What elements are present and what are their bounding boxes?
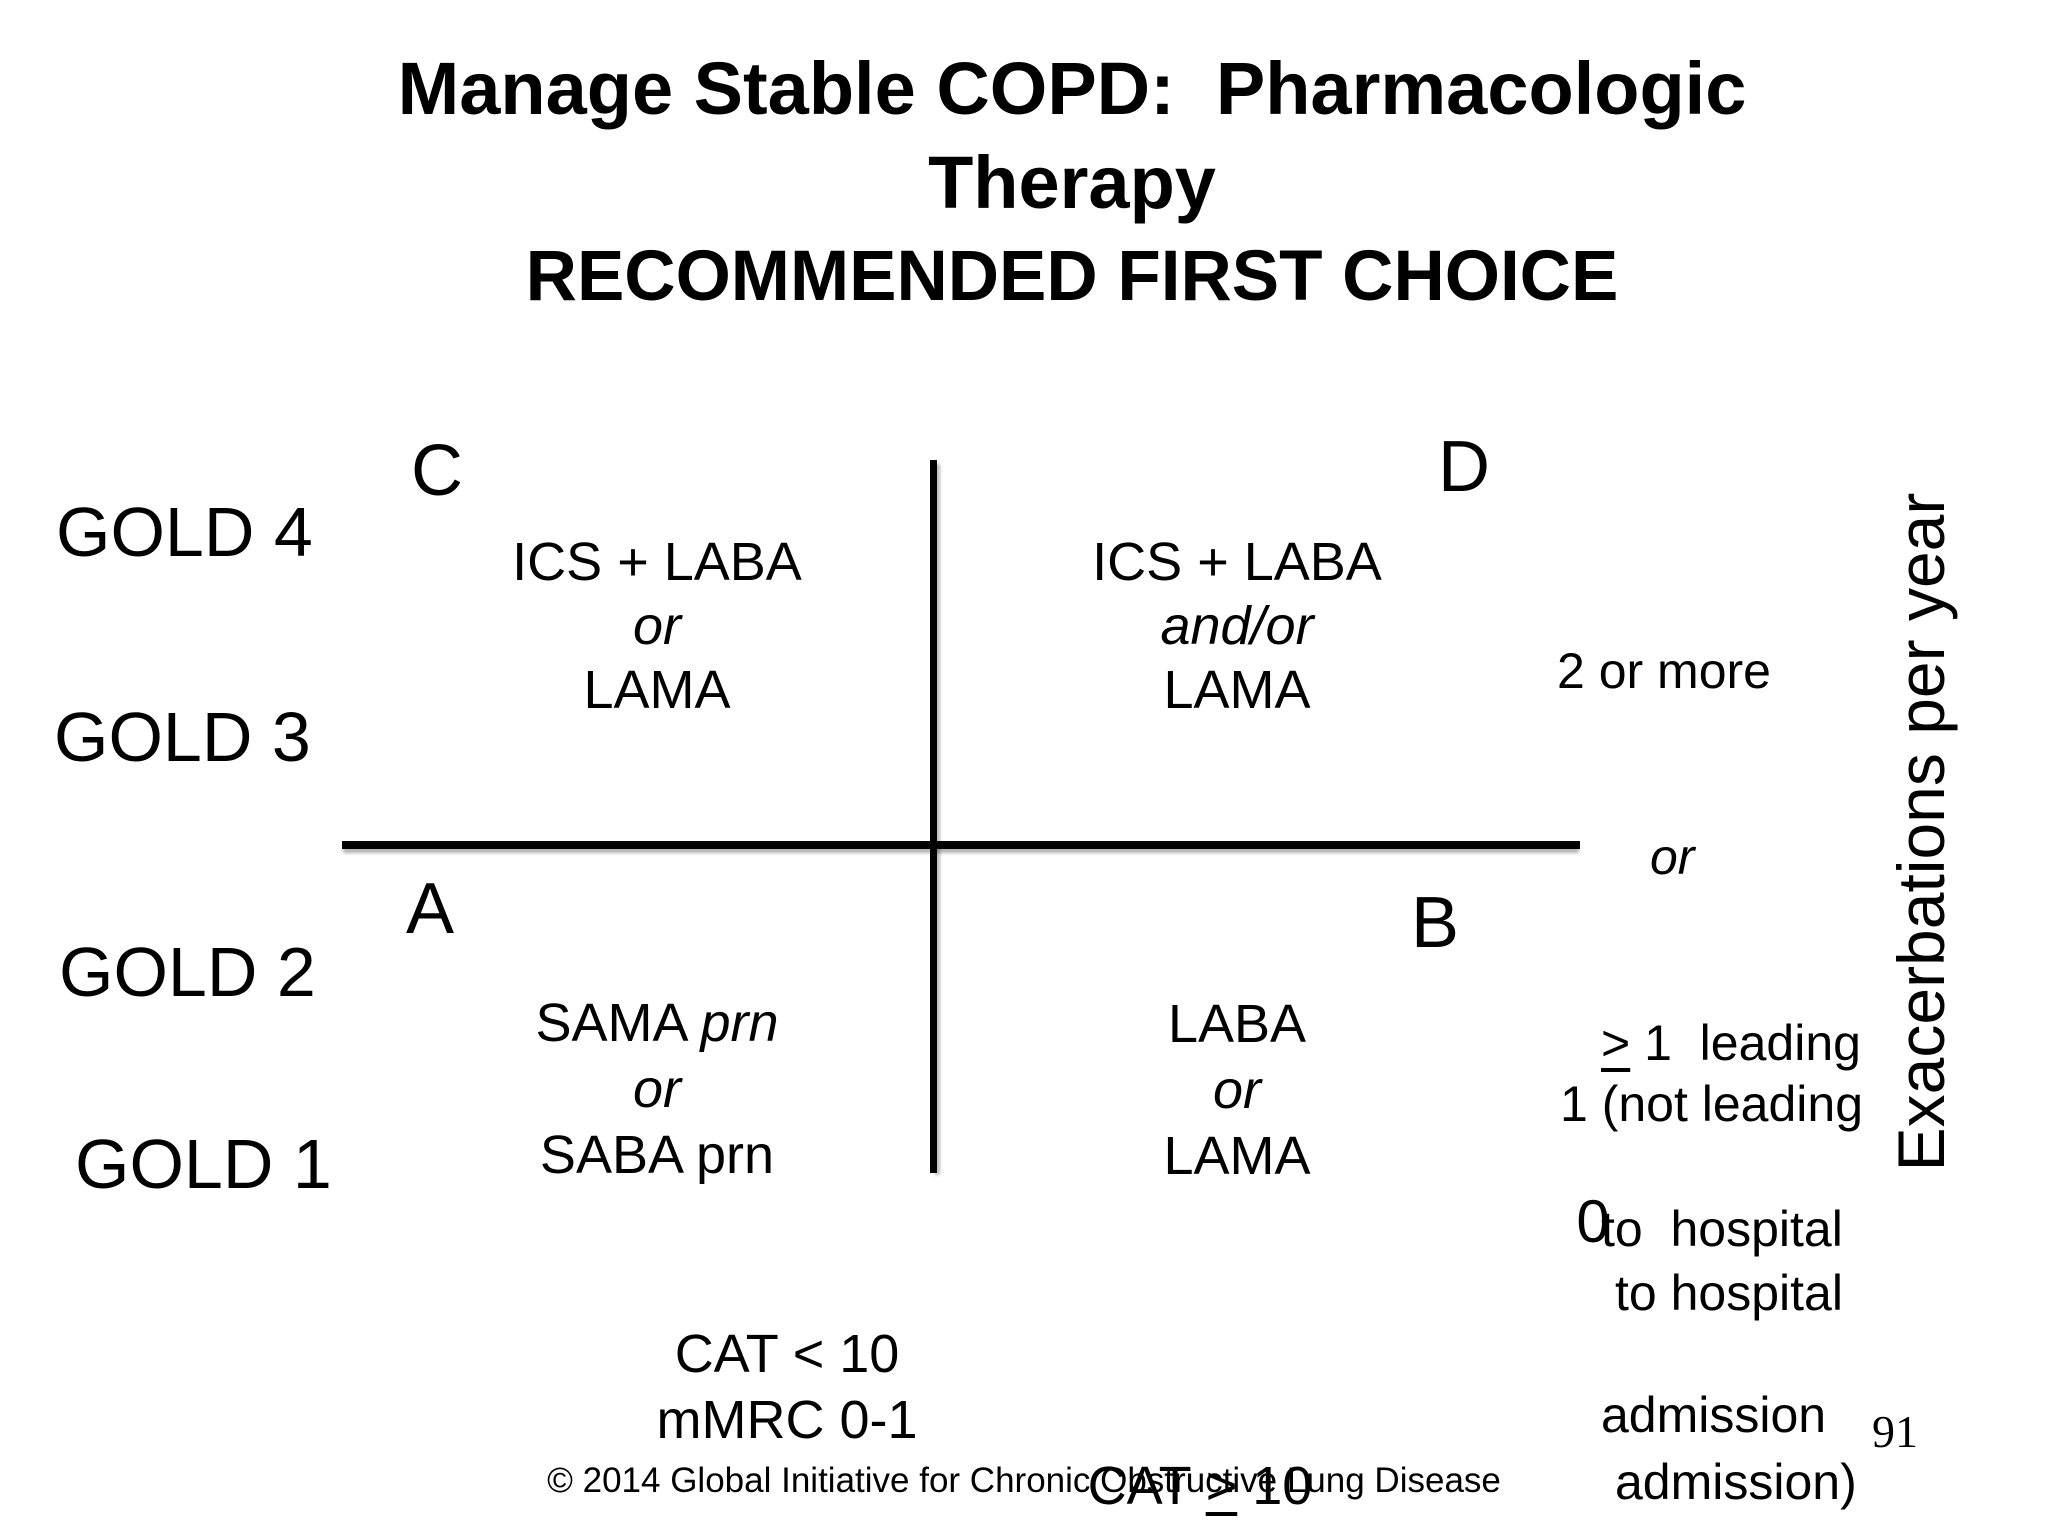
- horizontal-axis-line: [342, 841, 1580, 849]
- vertical-axis-line: [930, 460, 937, 1173]
- quadrant-a-drug: SAMA: [535, 993, 686, 1053]
- quadrant-b-line1: LABA: [1167, 994, 1307, 1054]
- quadrant-d-line3: LAMA: [1163, 660, 1311, 720]
- low-risk-line2: to hospital: [1615, 1265, 1843, 1321]
- quadrant-d-line1: ICS + LABA: [1092, 532, 1382, 592]
- gold-stage-3-label: GOLD 3: [54, 698, 311, 776]
- quadrant-c-line1: ICS + LABA: [512, 532, 802, 592]
- quadrant-a-prn-note: prn: [700, 993, 779, 1053]
- quadrant-b-letter: B: [1410, 883, 1460, 963]
- high-risk-line2: or: [1650, 829, 1695, 885]
- high-risk-line4: to hospital: [1601, 1201, 1843, 1257]
- copyright-notice: © 2014 Global Initiative for Chronic Obs…: [547, 1461, 1501, 1500]
- low-risk-line1: 1 (not leading: [1560, 1076, 1864, 1132]
- quadrant-d-therapy: ICS + LABA and/or LAMA: [1017, 530, 1457, 722]
- title-line-2: RECOMMENDED FIRST CHOICE: [525, 237, 1619, 316]
- quadrant-b-therapy: LABA or LAMA: [1017, 991, 1457, 1189]
- exacerbation-low-risk-label: 1 (not leading to hospital admission): [1560, 947, 1910, 1536]
- low-risk-line3: admission): [1615, 1454, 1857, 1510]
- cat-high-line: CAT > 10: [1087, 1456, 1313, 1516]
- quadrant-c-therapy: ICS + LABA or LAMA: [437, 530, 877, 722]
- gold-stage-1-label: GOLD 1: [75, 1125, 332, 1203]
- quadrant-d-letter: D: [1438, 427, 1490, 507]
- high-risk-line5: admission: [1601, 1387, 1827, 1443]
- quadrant-b-line2: or: [1212, 1060, 1261, 1120]
- page-number: 91: [1872, 1406, 1918, 1457]
- quadrant-a-line1: SAMA prn: [437, 990, 877, 1056]
- exacerbation-high-risk-label: 2 or more or > 1 leading to hospital adm…: [1557, 516, 1897, 1536]
- slide-title: Manage Stable COPD: Pharmacologic Therap…: [272, 42, 1872, 324]
- symptom-high-label: CAT > 10 mMRC > 2: [1000, 1321, 1400, 1536]
- high-risk-line1: 2 or more: [1557, 643, 1771, 699]
- exacerbation-zero-label: 0: [1576, 1188, 1610, 1255]
- gold-stage-4-label: GOLD 4: [56, 493, 313, 571]
- cat-low-line: CAT < 10: [674, 1324, 900, 1384]
- mmrc-low-line: mMRC 0-1: [656, 1390, 918, 1450]
- quadrant-c-letter: C: [411, 431, 463, 511]
- quadrant-b-line3: LAMA: [1163, 1126, 1311, 1186]
- quadrant-a-line3: SABA prn: [539, 1125, 775, 1185]
- title-line-1: Manage Stable COPD: Pharmacologic Therap…: [397, 47, 1767, 224]
- quadrant-d-line2: and/or: [1160, 596, 1314, 656]
- geq-symbol: >: [1601, 1015, 1631, 1071]
- quadrant-c-line2: or: [632, 596, 681, 656]
- geq-symbol: >: [1205, 1456, 1238, 1516]
- quadrant-a-line2: or: [632, 1059, 681, 1119]
- symptom-low-label: CAT < 10 mMRC 0-1: [587, 1321, 987, 1453]
- quadrant-a-therapy: SAMA prn or SABA prn: [437, 990, 877, 1188]
- gold-stage-2-label: GOLD 2: [59, 933, 316, 1011]
- quadrant-c-line3: LAMA: [583, 660, 731, 720]
- exacerbations-axis-label: Exacerbations per year: [1884, 492, 1958, 1172]
- quadrant-a-letter: A: [405, 869, 455, 949]
- high-risk-line3: > 1 leading: [1601, 1015, 1861, 1071]
